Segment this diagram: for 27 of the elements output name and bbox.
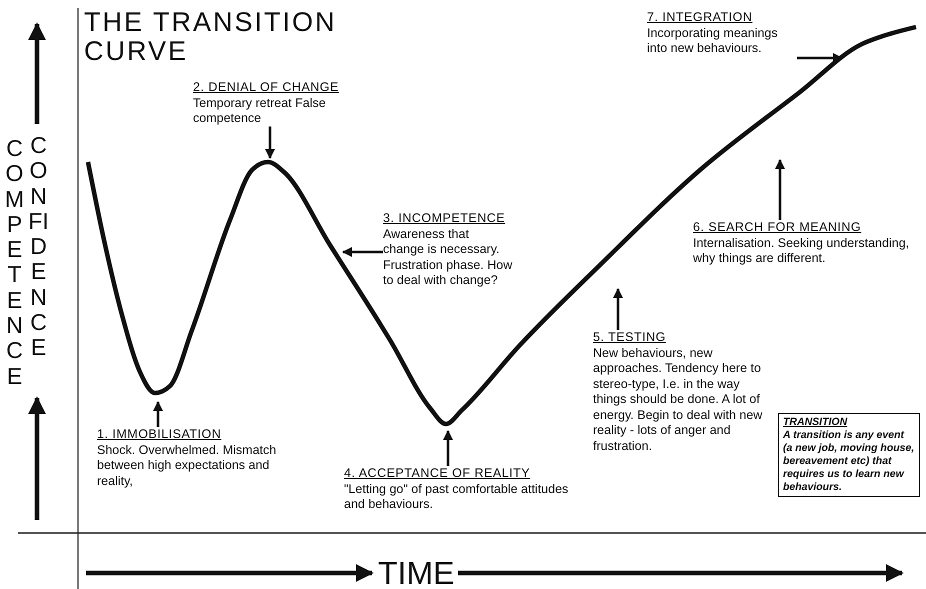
box-heading: TRANSITION bbox=[783, 416, 848, 429]
stage-heading: 3. INCOMPETENCE bbox=[383, 211, 506, 226]
stage-heading: 4. ACCEPTANCE OF REALITY bbox=[344, 466, 532, 482]
axis-label: CONFIDENCE bbox=[27, 133, 50, 361]
leader-arrow bbox=[613, 288, 623, 330]
leader-arrow bbox=[775, 159, 785, 220]
leader-arrow bbox=[265, 126, 275, 159]
stage-description: Awareness that change is necessary. Frustration phase. How to deal with change? bbox=[383, 226, 513, 288]
stage-description: "Letting go" of past comfortable attitudes and behaviours. bbox=[344, 482, 570, 512]
definition-box bbox=[778, 413, 920, 497]
stage-heading: 1. IMMOBILISATION bbox=[97, 427, 222, 442]
leader-arrow bbox=[443, 430, 453, 466]
definition-text: A transition is any event (a new job, moving house, bereavement etc) that requires us to learn new behaviours. bbox=[783, 429, 915, 494]
stage-description: Shock. Overwhelmed. Mismatch between high expectations and reality, bbox=[97, 442, 277, 489]
stage-description: Temporary retreat False competence bbox=[193, 96, 327, 126]
stage-heading: 5. TESTING bbox=[593, 330, 667, 346]
title: THE TRANSITION CURVE bbox=[84, 8, 338, 66]
leader-arrow bbox=[153, 401, 163, 427]
stage-description: Internalisation. Seeking understanding, why things are different. bbox=[693, 236, 910, 266]
axis-label: TIME bbox=[378, 556, 454, 589]
stage-heading: 6. SEARCH FOR MEANING bbox=[693, 220, 862, 236]
stage-heading: 2. DENIAL OF CHANGE bbox=[193, 80, 340, 96]
leader-arrow bbox=[342, 247, 383, 257]
stage-description: New behaviours, new approaches. Tendency here to stereo-type, I.e. in the way things should be done. A lot of energy. Begin to deal with new reality - lots of anger and frustration. bbox=[593, 346, 764, 454]
stage-heading: 7. INTEGRATION bbox=[647, 10, 754, 26]
stage-description: Incorporating meanings into new behaviours. bbox=[647, 26, 779, 56]
axis-label: COMPETENCE bbox=[4, 136, 26, 389]
